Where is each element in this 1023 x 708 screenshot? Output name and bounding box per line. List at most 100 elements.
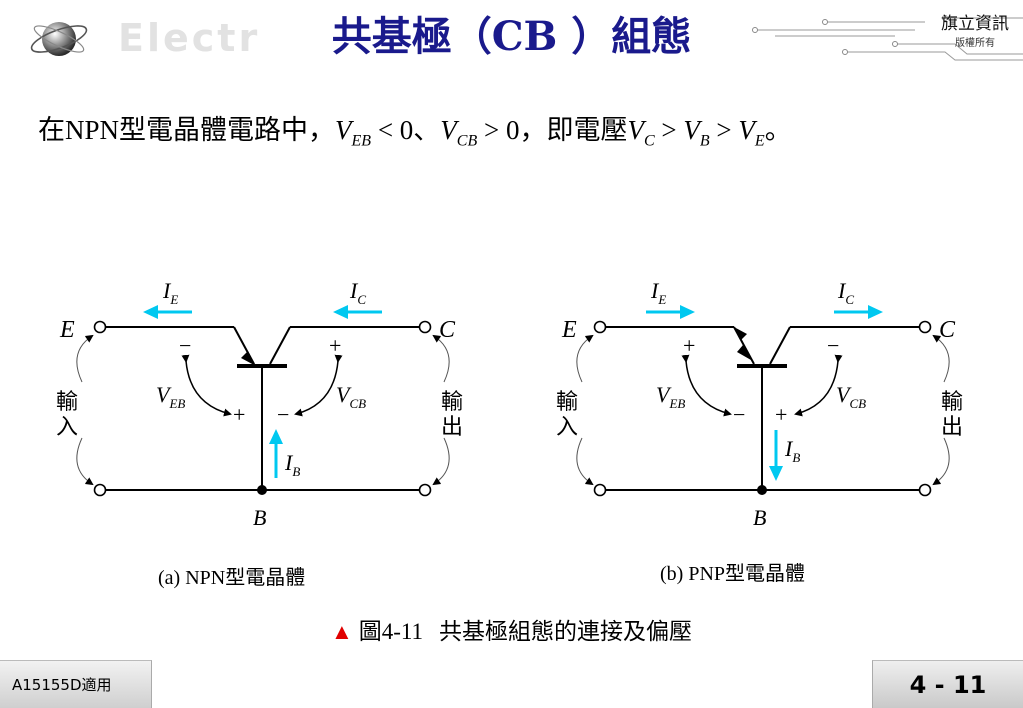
npn-label-ib: IB (284, 450, 300, 479)
pnp-terminal-c-open (918, 320, 932, 334)
npn-label-c: C (439, 317, 456, 343)
npn-output-label-2: 出 (441, 414, 463, 439)
pnp-input-label-2: 入 (556, 414, 578, 439)
pnp-terminal-br-open (918, 483, 932, 497)
npn-label-ic: IC (349, 278, 366, 307)
pnp-input-curve-bottom (576, 437, 594, 486)
npn-output-label-1: 輸 (441, 389, 463, 414)
pnp-label-c: C (939, 317, 956, 343)
npn-emitter-arrow-icon (241, 351, 256, 366)
npn-output-curve-top (432, 334, 450, 383)
npn-input-curve-bottom (76, 437, 94, 486)
pnp-label-vcb: VCB (836, 382, 866, 411)
pnp-emitter-arrow-inward-icon (737, 345, 751, 360)
pnp-emitter-arrow-icon (734, 327, 747, 340)
statement-v-symbol: V (738, 115, 755, 145)
pnp-veb-curve (681, 354, 732, 417)
publisher-brand: 旗立資訊 版權所有 (941, 14, 1009, 49)
pnp-ie-arrow-icon (680, 305, 695, 319)
pnp-output-curve-top (932, 334, 950, 383)
statement-lt-zero: < 0、 (371, 115, 441, 145)
pnp-label-e: E (561, 317, 577, 343)
slide-header: Electr 共基極（CB ）組態 旗立資訊 版權所有 (0, 0, 1023, 70)
pnp-input-label-1: 輸 (556, 389, 578, 414)
footer-course-code: A15155D適用 (0, 660, 152, 708)
npn-base-node (257, 485, 267, 495)
brand-rights: 版權所有 (955, 38, 995, 49)
pnp-sign-e-bottom: − (733, 402, 745, 427)
npn-veb-curve (181, 354, 232, 417)
pnp-output-curve-bottom (932, 437, 950, 486)
common-base-diagram: E C B IE IC IB VEB VCB − + + − 輸 入 輸 出 (… (56, 278, 963, 589)
figure-caption: ▲圖4-11 共基極組態的連接及偏壓 (0, 612, 1023, 646)
npn-terminal-e-open (93, 320, 107, 334)
npn-label-vcb: VCB (336, 382, 366, 411)
npn-label-ie: IE (162, 278, 178, 307)
npn-label-e: E (59, 317, 75, 343)
footer-page-number: 4 - 11 (872, 660, 1023, 708)
pnp-output-label-2: 出 (941, 414, 963, 439)
triangle-marker-icon: ▲ (330, 619, 353, 644)
pnp-ic-arrow-icon (868, 305, 883, 319)
npn-sign-e-bottom: + (233, 402, 245, 427)
pnp-base-node (757, 485, 767, 495)
pnp-label-veb: VEB (656, 382, 685, 411)
npn-vcb-curve (294, 354, 343, 417)
npn-terminal-bl-open (93, 483, 107, 497)
statement-eb-sub: EB (351, 132, 372, 150)
npn-sign-c-bottom: − (277, 402, 289, 427)
statement-v-symbol: V (440, 115, 457, 145)
npn-terminal-c-open (418, 320, 432, 334)
statement-e-sub: E (754, 132, 765, 150)
statement-gt: > (654, 115, 684, 145)
npn-caption: (a) NPN型電晶體 (158, 566, 305, 589)
pnp-sign-c-top: − (827, 333, 839, 358)
pnp-label-ic: IC (837, 278, 854, 307)
pnp-label-b: B (753, 505, 766, 530)
npn-output-curve-bottom (432, 437, 450, 486)
npn-collector-lead (269, 326, 291, 365)
figure-caption-text: 共基極組態的連接及偏壓 (439, 619, 693, 644)
pnp-terminal-bl-open (593, 483, 607, 497)
pnp-label-ib: IB (784, 436, 800, 465)
electronics-watermark: Electr (118, 16, 261, 60)
pnp-caption: (b) PNP型電晶體 (660, 562, 805, 585)
pnp-sign-e-top: + (683, 333, 695, 358)
statement-gt: > (709, 115, 739, 145)
figure-number: 圖4-11 (358, 619, 424, 644)
npn-bias-statement: 在NPN型電晶體電路中，VEB < 0、VCB > 0，即電壓VC > VB >… (38, 108, 792, 150)
npn-input-label-1: 輸 (56, 389, 78, 414)
statement-b-sub: B (699, 132, 710, 150)
npn-circuit: E C B IE IC IB VEB VCB − + + − 輸 入 輸 出 (… (56, 278, 463, 589)
pnp-ib-arrow-icon (769, 466, 783, 481)
npn-sign-e-top: − (179, 333, 191, 358)
npn-ie-arrow-icon (143, 305, 158, 319)
npn-terminal-br-open (418, 483, 432, 497)
npn-input-curve-top (76, 334, 94, 383)
npn-label-b: B (253, 505, 266, 530)
pnp-input-curve-top (576, 334, 594, 383)
pnp-label-ie: IE (650, 278, 666, 307)
circuit-decoration-icon (752, 15, 1023, 61)
npn-input-label-2: 入 (56, 414, 78, 439)
globe-logo-icon (30, 22, 88, 56)
pnp-circuit: E C B IE IC IB VEB VCB + − − + 輸 入 輸 出 (… (556, 278, 963, 585)
npn-sign-c-top: + (329, 333, 341, 358)
pnp-collector-lead (769, 326, 791, 365)
statement-lead: 在NPN型電晶體電路中， (38, 115, 336, 145)
npn-label-veb: VEB (156, 382, 185, 411)
statement-v-symbol: V (683, 115, 700, 145)
statement-v-symbol: V (627, 115, 644, 145)
statement-v-symbol: V (335, 115, 352, 145)
npn-ib-arrow-icon (269, 429, 283, 444)
pnp-vcb-curve (794, 354, 843, 417)
statement-c-sub: C (643, 132, 655, 150)
brand-name: 旗立資訊 (941, 14, 1009, 34)
statement-end: 。 (764, 115, 792, 145)
pnp-terminal-e-open (593, 320, 607, 334)
pnp-sign-c-bottom: + (775, 402, 787, 427)
npn-ic-arrow-icon (333, 305, 348, 319)
statement-gt-zero: > 0，即電壓 (477, 115, 628, 145)
pnp-output-label-1: 輸 (941, 389, 963, 414)
statement-cb-sub: CB (456, 132, 478, 150)
